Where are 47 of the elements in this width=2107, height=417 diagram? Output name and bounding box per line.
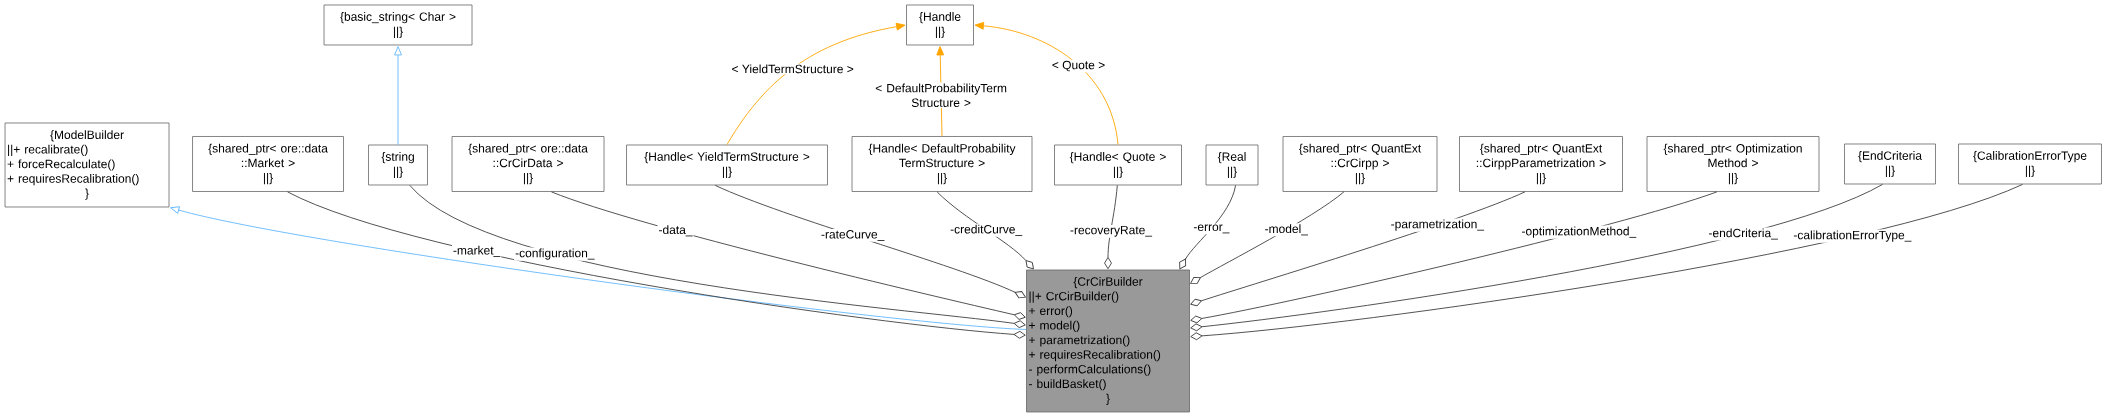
edge-label: -market_ bbox=[451, 244, 502, 258]
class-box: {shared_ptr< QuantExt ::CirppParametrization > ||} bbox=[1459, 136, 1623, 192]
class-box: {Handle< YieldTermStructure > ||} bbox=[626, 144, 828, 186]
class-box: {Handle ||} bbox=[906, 4, 974, 46]
edge-label: < YieldTermStructure > bbox=[730, 63, 855, 75]
aggregation-line bbox=[550, 191, 1026, 320]
aggregation-line bbox=[1190, 183, 2023, 341]
class-box: {CrCirBuilder ||+ CrCirBuilder() + error() + model() + parametrization() + requiresRecalibration() - performCalculations() - buildBasket() } bbox=[1026, 269, 1190, 413]
edge-label: -endCriteria_ bbox=[1707, 227, 1779, 241]
edge-label: -model_ bbox=[1263, 223, 1309, 237]
class-box: {basic_string< Char > ||} bbox=[323, 4, 473, 46]
edge-label: -rateCurve_ bbox=[820, 229, 886, 242]
aggregation-line bbox=[714, 184, 1026, 299]
aggregation-line bbox=[1190, 183, 1883, 332]
arrow bbox=[974, 21, 1119, 146]
class-box: {shared_ptr< ore::data ::CrCirData > ||} bbox=[451, 136, 605, 192]
edge-label: -optimizationMethod_ bbox=[1520, 225, 1638, 239]
edge-label: < Quote > bbox=[1050, 59, 1107, 73]
arrow bbox=[170, 206, 1027, 330]
aggregation-line bbox=[1190, 191, 1718, 324]
class-box: {string ||} bbox=[368, 144, 428, 186]
class-box: {Real ||} bbox=[1205, 144, 1259, 186]
class-box: {Handle< DefaultProbability TermStructure > ||} bbox=[851, 136, 1033, 192]
class-box: {EndCriteria ||} bbox=[1844, 143, 1936, 185]
aggregation-line bbox=[1190, 191, 1526, 307]
class-box: {shared_ptr< Optimization Method > ||} bbox=[1646, 136, 1820, 192]
aggregation-line bbox=[409, 184, 1026, 329]
edge-label: < DefaultProbabilityTerm Structure > bbox=[865, 82, 1018, 108]
edge-label: -recoveryRate_ bbox=[1069, 224, 1153, 238]
class-box: {CalibrationErrorType ||} bbox=[1958, 143, 2102, 185]
arrow bbox=[394, 46, 402, 146]
aggregation-line bbox=[1179, 184, 1237, 270]
edge-label: -creditCurve_ bbox=[949, 223, 1024, 237]
aggregation-line bbox=[1104, 184, 1118, 270]
arrow bbox=[936, 46, 945, 137]
arrow bbox=[726, 22, 906, 146]
edge-label: -parametrization_ bbox=[1389, 218, 1486, 232]
edge-label: -error_ bbox=[1192, 223, 1231, 235]
aggregation-line bbox=[287, 191, 1026, 339]
class-box: {shared_ptr< QuantExt ::CrCirpp > ||} bbox=[1282, 136, 1438, 192]
class-box: {shared_ptr< ore::data ::Market > ||} bbox=[192, 136, 344, 192]
edge-label: -calibrationErrorType_ bbox=[1792, 229, 1913, 243]
edge-label: -data_ bbox=[657, 224, 694, 238]
class-box: {ModelBuilder ||+ recalibrate() + forceRecalculate() + requiresRecalibration() } bbox=[4, 122, 170, 208]
edge-label: -configuration_ bbox=[514, 247, 596, 261]
class-box: {Handle< Quote > ||} bbox=[1054, 144, 1182, 186]
aggregation-line bbox=[1190, 191, 1345, 284]
